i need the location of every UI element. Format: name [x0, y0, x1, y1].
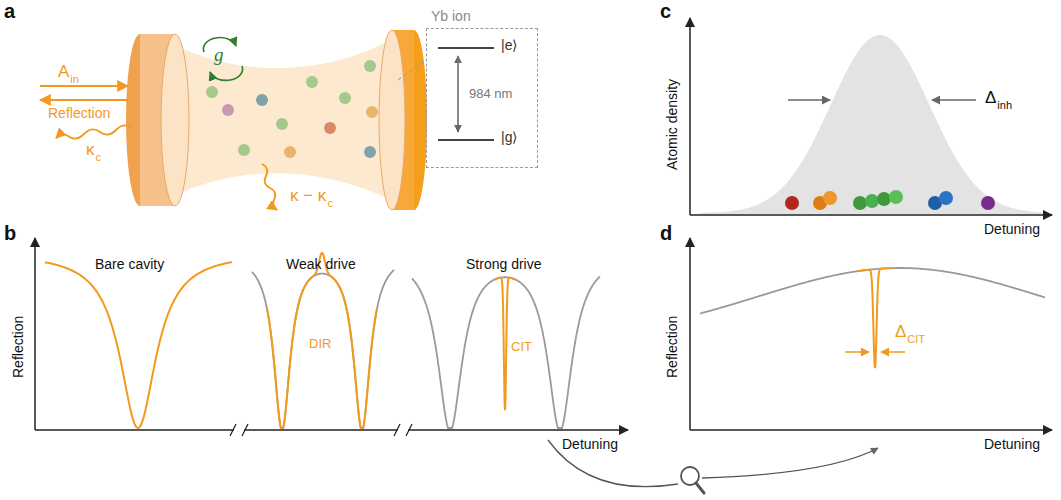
- panel-letter: c: [660, 0, 671, 23]
- drawing-stroke: [823, 191, 837, 205]
- axis-label: Detuning: [562, 436, 618, 452]
- drawing-stroke: [364, 60, 376, 72]
- axis-label: Atomic density: [664, 79, 680, 170]
- drawing-stroke: [306, 76, 318, 88]
- subscript: c: [96, 151, 102, 164]
- axis-label: Reflection: [10, 316, 26, 378]
- bare-cavity-curve: [45, 262, 232, 428]
- curve-title: Strong drive: [466, 256, 541, 272]
- drawing-stroke: [853, 196, 867, 210]
- ground-level: [438, 139, 494, 141]
- drawing-stroke: [339, 92, 351, 104]
- axis-label: Detuning: [984, 221, 1040, 237]
- drawing-stroke: [394, 424, 400, 436]
- drawing-stroke: [256, 94, 268, 106]
- axis-label: Detuning: [984, 436, 1040, 452]
- panel-letter: d: [660, 222, 672, 245]
- drawing-stroke: [785, 196, 799, 210]
- drawing-stroke: [689, 238, 691, 430]
- coupling-arrow: [210, 66, 243, 80]
- excited-level: [438, 47, 494, 49]
- drawing-stroke: [276, 118, 288, 130]
- split-mode-curve: [412, 276, 600, 428]
- cavity-beam: [165, 38, 395, 202]
- width-arrow: [881, 351, 905, 353]
- panel-letter: a: [4, 0, 15, 23]
- subscript: CIT: [907, 333, 925, 346]
- transition-arrow: [457, 56, 458, 132]
- feature-label: CIT: [511, 340, 532, 355]
- axes-d: [690, 238, 1052, 430]
- drawing-stroke: [222, 104, 234, 116]
- mirror-face: [379, 30, 405, 210]
- beam-label: Reflection: [48, 105, 110, 121]
- width-symbol: Δ: [895, 322, 906, 342]
- drawing-stroke: [366, 106, 378, 118]
- drawing-stroke: [690, 214, 1052, 216]
- drawing-stroke: [230, 424, 236, 436]
- field-symbol: A: [58, 62, 69, 82]
- drawing-stroke: [364, 146, 376, 158]
- curve-title: Weak drive: [286, 256, 356, 272]
- wavelength-label: 984 nm: [469, 87, 512, 102]
- cit-dip-curve: [858, 268, 892, 368]
- drawing-stroke: [702, 448, 878, 478]
- state-label: |e⟩: [501, 37, 517, 53]
- loss-wave: [262, 164, 277, 210]
- drawing-stroke: [324, 122, 336, 134]
- rate-symbol: κ: [86, 140, 95, 160]
- subscript: inh: [997, 99, 1012, 112]
- drawing-stroke: [877, 192, 891, 206]
- reflection-arrow: [40, 99, 128, 101]
- subscript: c: [327, 197, 333, 210]
- axis-label: Reflection: [664, 316, 680, 378]
- axes-c: [690, 18, 1052, 215]
- axes-b: [35, 238, 628, 436]
- drawing-stroke: [284, 146, 296, 158]
- inhomogeneous-distribution: [700, 35, 1048, 214]
- drawing-stroke: [865, 194, 879, 208]
- mirror-face: [161, 34, 189, 206]
- feature-label: DIR: [309, 337, 331, 352]
- drawing-stroke: [34, 238, 36, 430]
- spectra: [45, 35, 1048, 428]
- transition-arrow: [457, 56, 458, 132]
- ion-level-box: Yb ion|e⟩|g⟩984 nm: [426, 28, 538, 168]
- drawing-stroke: [889, 190, 903, 204]
- dir-curve: [267, 253, 377, 428]
- drawing-stroke: [690, 429, 1052, 431]
- zoom-line: [398, 60, 426, 80]
- coupling-symbol: g: [214, 44, 224, 66]
- atoms: [206, 60, 378, 158]
- drawing-stroke: [696, 483, 704, 493]
- input-arrow: [40, 85, 128, 87]
- drawing-stroke: [406, 424, 412, 436]
- width-arrow: [845, 351, 869, 353]
- drawing-stroke: [206, 86, 218, 98]
- panel-letter: b: [4, 222, 16, 245]
- drawing-stroke: [981, 196, 995, 210]
- drawing-stroke: [689, 18, 691, 215]
- width-arrow: [932, 99, 976, 101]
- curve-title: Bare cavity: [95, 256, 164, 272]
- state-label: |g⟩: [501, 129, 517, 145]
- rate-symbol: κ − κ: [290, 186, 326, 206]
- drawing-stroke: [238, 144, 250, 156]
- loss-wave: [56, 125, 132, 138]
- subscript: in: [70, 73, 79, 86]
- width-arrow: [788, 99, 830, 101]
- drawing-stroke: [939, 191, 953, 205]
- ions: [785, 190, 995, 210]
- drawing-stroke: [35, 429, 628, 431]
- cavity-illustration: [40, 30, 427, 210]
- box-heading: Yb ion: [431, 8, 471, 24]
- drawing-stroke: [242, 424, 248, 436]
- width-symbol: Δ: [985, 88, 996, 108]
